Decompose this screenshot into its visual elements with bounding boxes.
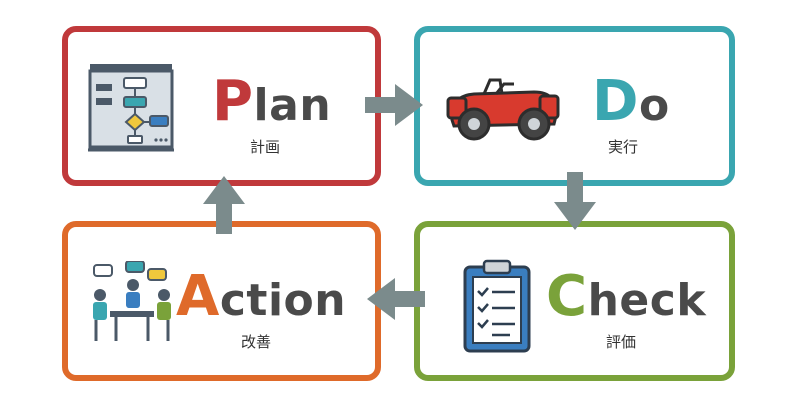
plan-initial: P <box>212 69 254 134</box>
action-card: Action 改善 <box>62 221 381 381</box>
action-title: Action <box>176 267 346 327</box>
arrow-right-icon <box>365 84 423 126</box>
check-initial: C <box>546 264 588 329</box>
arrow-up-icon <box>203 176 245 234</box>
check-title-rest: heck <box>587 275 707 326</box>
team-meeting-icon <box>93 261 171 341</box>
check-title: Check <box>546 267 706 327</box>
plan-title: Plan <box>212 72 331 132</box>
check-subtitle: 評価 <box>606 333 637 351</box>
check-card: Check 評価 <box>414 221 735 381</box>
do-title-rest: o <box>638 80 670 131</box>
clipboard-checklist-icon <box>463 259 531 353</box>
action-subtitle: 改善 <box>241 333 272 351</box>
do-initial: D <box>592 69 639 134</box>
do-card: Do 実行 <box>414 26 735 186</box>
do-subtitle: 実行 <box>608 138 639 156</box>
plan-card: Plan 計画 <box>62 26 381 186</box>
arrow-down-icon <box>554 172 596 230</box>
action-title-rest: ction <box>219 275 347 326</box>
arrow-left-icon <box>367 278 425 320</box>
action-initial: A <box>176 264 220 329</box>
race-car-icon <box>446 78 560 141</box>
plan-title-rest: lan <box>253 80 332 131</box>
flowchart-icon <box>88 64 174 152</box>
do-title: Do <box>592 72 670 132</box>
plan-subtitle: 計画 <box>250 138 281 156</box>
